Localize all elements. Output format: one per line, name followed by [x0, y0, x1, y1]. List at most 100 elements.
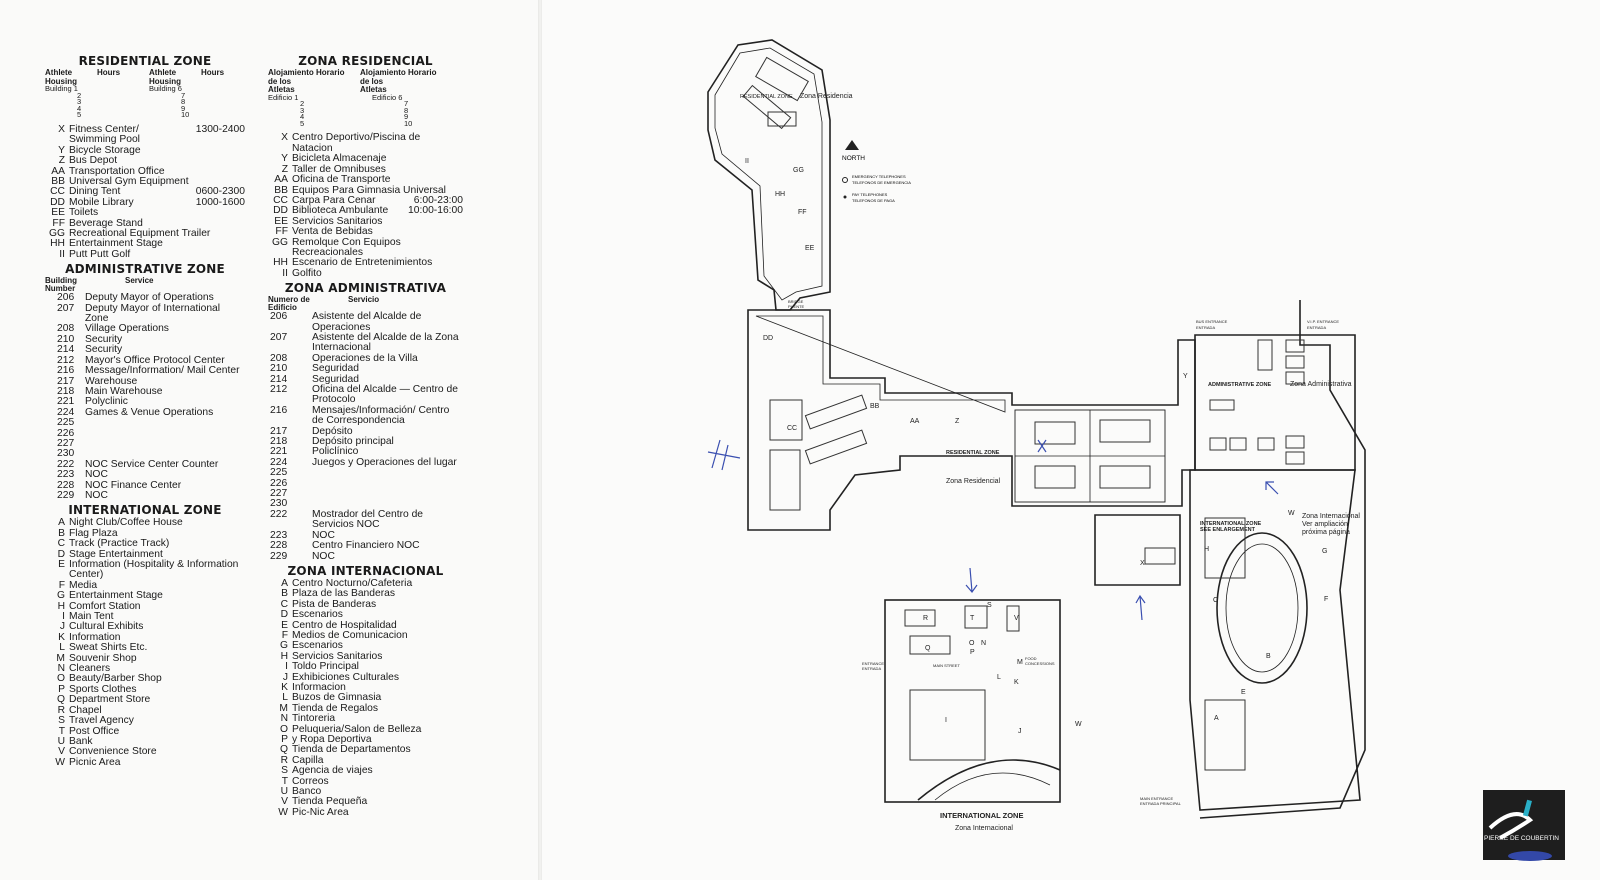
entry-code: 218: [270, 436, 288, 448]
entry-code: G: [56, 590, 65, 602]
amphitheatre: [917, 759, 1061, 801]
entry-code: W: [278, 806, 288, 818]
marker-i: I: [945, 717, 947, 724]
entry-label: Depósito: [312, 425, 353, 437]
legend-entry: 226: [45, 428, 245, 439]
entry-label: Security: [85, 333, 123, 345]
marker-cc: CC: [787, 425, 797, 432]
entry-label: Asistente del Alcalde de la Zona Interna…: [312, 331, 459, 354]
entry-code: 210: [270, 363, 288, 375]
marker-t: T: [970, 615, 975, 622]
marker-x: X: [1140, 560, 1145, 567]
entry-code: D: [57, 548, 65, 560]
building-entry: 8: [181, 97, 186, 107]
residential-north-outline: [707, 39, 831, 311]
entry-code: DD: [273, 205, 288, 217]
legend-entry: L Buzos de Gimnasia: [268, 692, 463, 704]
entry-code: 225: [57, 417, 75, 429]
header-hours: Hours: [201, 68, 225, 77]
entry-code: 230: [57, 448, 75, 460]
east-boundary: [1199, 300, 1366, 819]
entry-label: [85, 418, 245, 428]
entry-label: Mobile Library: [69, 196, 134, 208]
telefonos-emergencia-label: TELEFONOS DE EMERGENCIA: [852, 180, 911, 185]
zona-internacional-title: ZONA INTERNACIONAL: [287, 563, 444, 578]
marker-gg: GG: [793, 167, 804, 174]
entry-code: Z: [281, 163, 288, 175]
label-food: FOOD: [1025, 656, 1037, 661]
entry-label: Mensajes/Información/ Centro de Correspo…: [312, 404, 450, 427]
entry-label: Entertainment Stage: [69, 590, 163, 602]
entry-code: 216: [57, 365, 75, 377]
entry-label: Department Store: [69, 694, 151, 706]
legend-entry: G Entertainment Stage: [45, 590, 245, 602]
entry-label: Main Warehouse: [85, 385, 163, 397]
entry-label: Stage Entertainment: [69, 548, 163, 560]
label-main-entrance: MAIN ENTRANCE: [1140, 796, 1173, 801]
entry-code: 206: [270, 311, 288, 323]
entry-code: L: [282, 692, 288, 704]
entry-code: K: [281, 681, 288, 693]
building-entry: 10: [181, 110, 190, 120]
entry-hours: 10:00-16:00: [408, 205, 463, 217]
entry-label: Deputy Mayor of International Zone: [85, 302, 221, 325]
entry-hours: 0600-2300: [195, 186, 245, 198]
entry-label: Banco: [292, 786, 322, 798]
entry-label: Beverage Stand: [69, 217, 143, 229]
entry-label: Media: [69, 579, 98, 591]
marker-y: Y: [1183, 373, 1188, 380]
building-entry: 3: [300, 105, 305, 115]
label-zona-residencial-mid: Zona Residencial: [946, 478, 1001, 485]
entry-label: Buzos de Gimnasia: [292, 692, 382, 704]
entry-code: J: [282, 671, 288, 683]
entry-code: I: [285, 661, 288, 673]
entry-label: Comfort Station: [69, 600, 141, 612]
marker-b: B: [1266, 653, 1271, 660]
entry-code: J: [59, 621, 65, 633]
entry-code: N: [57, 663, 65, 675]
entry-label: Picnic Area: [69, 756, 121, 768]
building-entry: 10: [404, 118, 413, 128]
legend-entry: 227: [268, 488, 463, 499]
entry-label: Carpa Para Cenar: [292, 194, 376, 206]
label-zona-internacional: Zona Internacional: [1302, 513, 1360, 520]
entry-code: II: [282, 267, 288, 279]
entry-code: A: [281, 577, 288, 589]
entry-label: Security: [85, 344, 123, 356]
entry-label: Village Operations: [85, 323, 169, 335]
entry-code: 214: [57, 344, 75, 356]
entry-code: CC: [50, 186, 65, 198]
marker-bb: BB: [870, 403, 880, 410]
entry-code: 214: [270, 373, 288, 385]
entry-label: Warehouse: [85, 375, 138, 387]
entry-code: Q: [56, 694, 65, 706]
entry-code: S: [58, 715, 65, 727]
marker-dd: DD: [763, 335, 773, 342]
entry-label: Mayor's Office Protocol Center: [85, 354, 225, 366]
